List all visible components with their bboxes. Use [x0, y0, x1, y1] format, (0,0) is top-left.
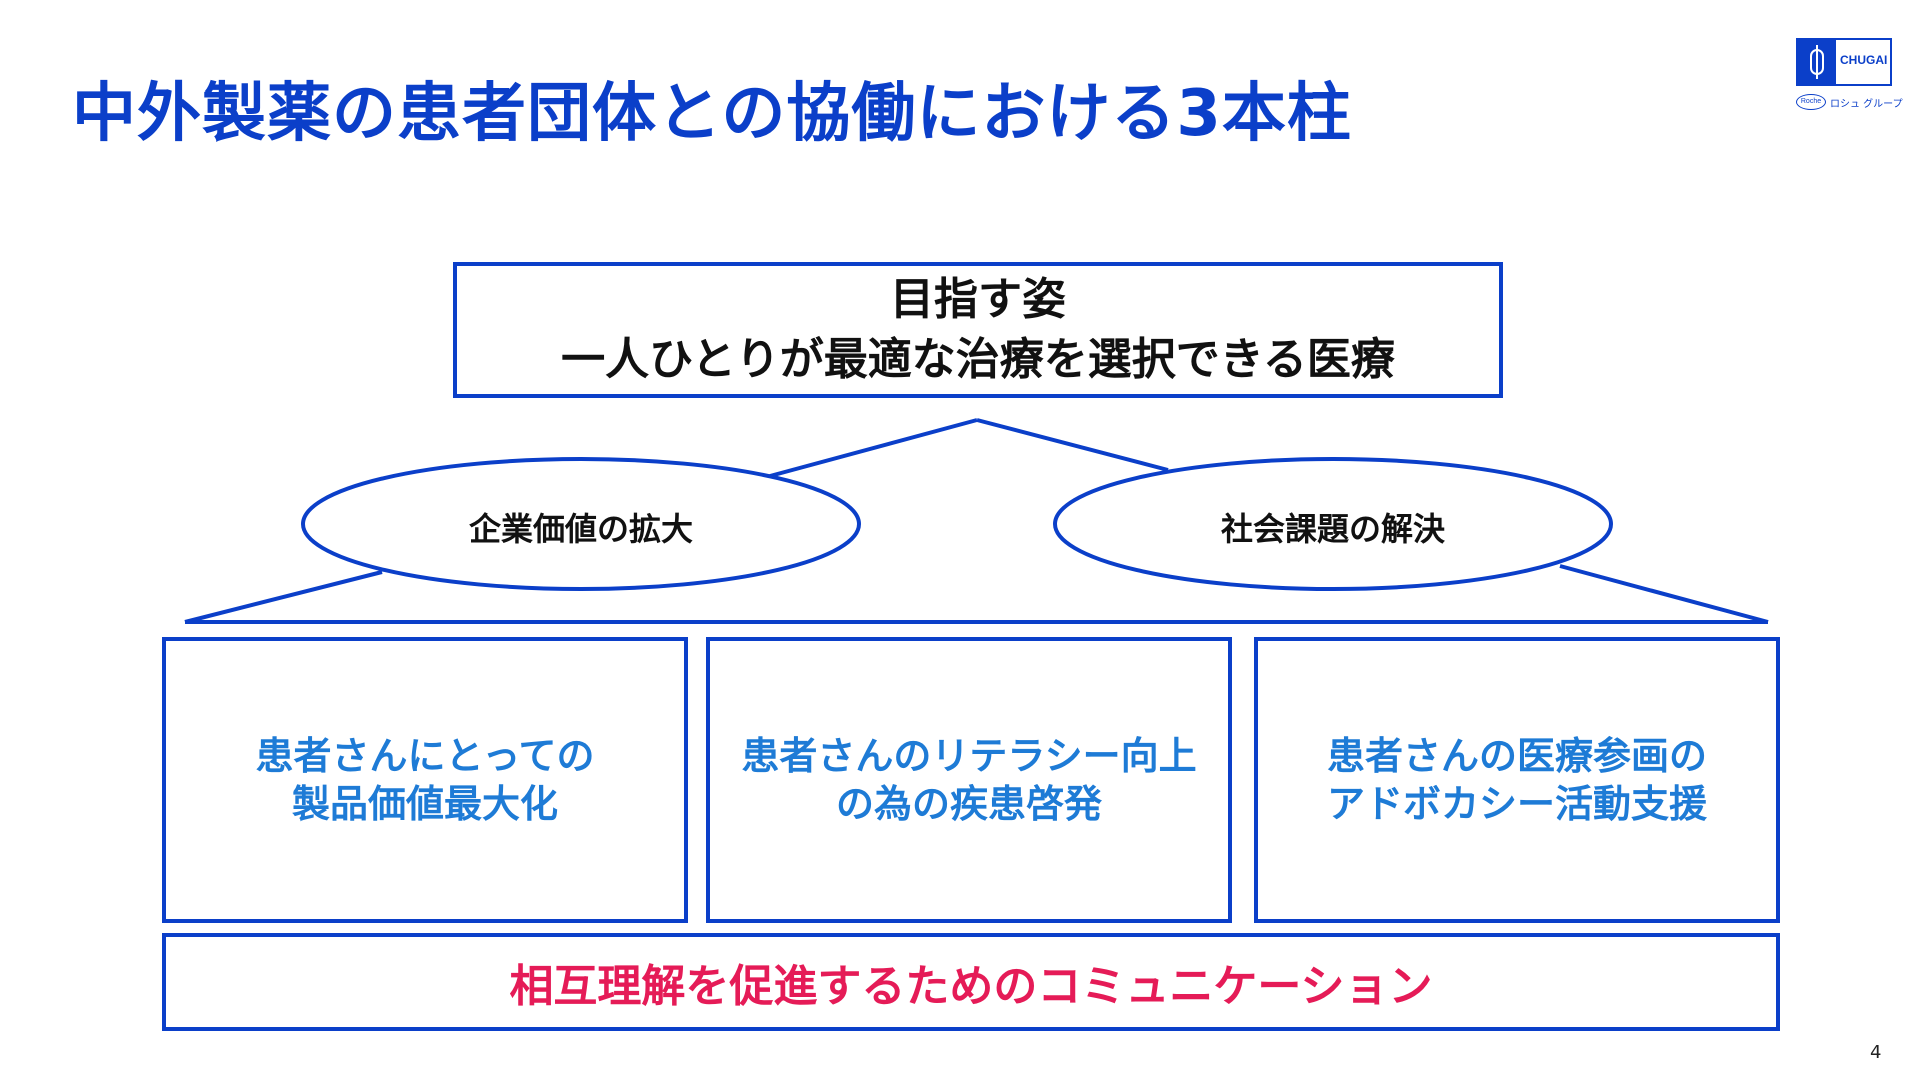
foundation-box: 相互理解を促進するためのコミュニケーション	[162, 933, 1780, 1031]
lower-roof-line-right	[1559, 564, 1769, 624]
page-number: 4	[1870, 1042, 1882, 1063]
logo-company-name: CHUGAI	[1840, 53, 1888, 67]
goal-statement: 一人ひとりが最適な治療を選択できる医療	[561, 334, 1395, 385]
goal-heading: 目指す姿	[890, 274, 1066, 325]
roche-logo-icon: Roche	[1796, 94, 1826, 110]
ellipse-social-issues	[1053, 457, 1613, 591]
pillar-product-value: 患者さんにとっての 製品価値最大化	[162, 637, 688, 923]
pillar-line: アドボカシー活動支援	[1326, 782, 1707, 826]
pillar-line: の為の疾患啓発	[835, 782, 1102, 826]
roof-line-right	[976, 418, 1169, 472]
pillar-line: 患者さんにとっての	[255, 734, 595, 778]
logo-group-label: ロシュ グループ	[1830, 99, 1903, 110]
pillar-line: 製品価値最大化	[291, 782, 558, 826]
pillar-disease-awareness: 患者さんのリテラシー向上 の為の疾患啓発	[706, 637, 1232, 923]
roof-line-left	[769, 418, 978, 478]
chugai-mark-icon	[1798, 40, 1836, 84]
lower-roof-line-left	[184, 570, 383, 624]
chugai-logo-box: CHUGAI	[1796, 38, 1892, 86]
goal-box: 目指す姿 一人ひとりが最適な治療を選択できる医療	[453, 262, 1503, 398]
pillar-line: 患者さんのリテラシー向上	[741, 734, 1197, 778]
ellipse-corporate-value	[301, 457, 861, 591]
ellipse-label-social-issues: 社会課題の解決	[1220, 510, 1445, 548]
page-title: 中外製薬の患者団体との協働における3本柱	[72, 77, 1352, 151]
pillar-advocacy-support: 患者さんの医療参画の アドボカシー活動支援	[1254, 637, 1780, 923]
pillar-line: 患者さんの医療参画の	[1326, 734, 1707, 778]
chugai-logo: CHUGAI Roche ロシュ グループ	[1796, 38, 1903, 122]
ellipse-label-corporate-value: 企業価値の拡大	[468, 510, 693, 548]
